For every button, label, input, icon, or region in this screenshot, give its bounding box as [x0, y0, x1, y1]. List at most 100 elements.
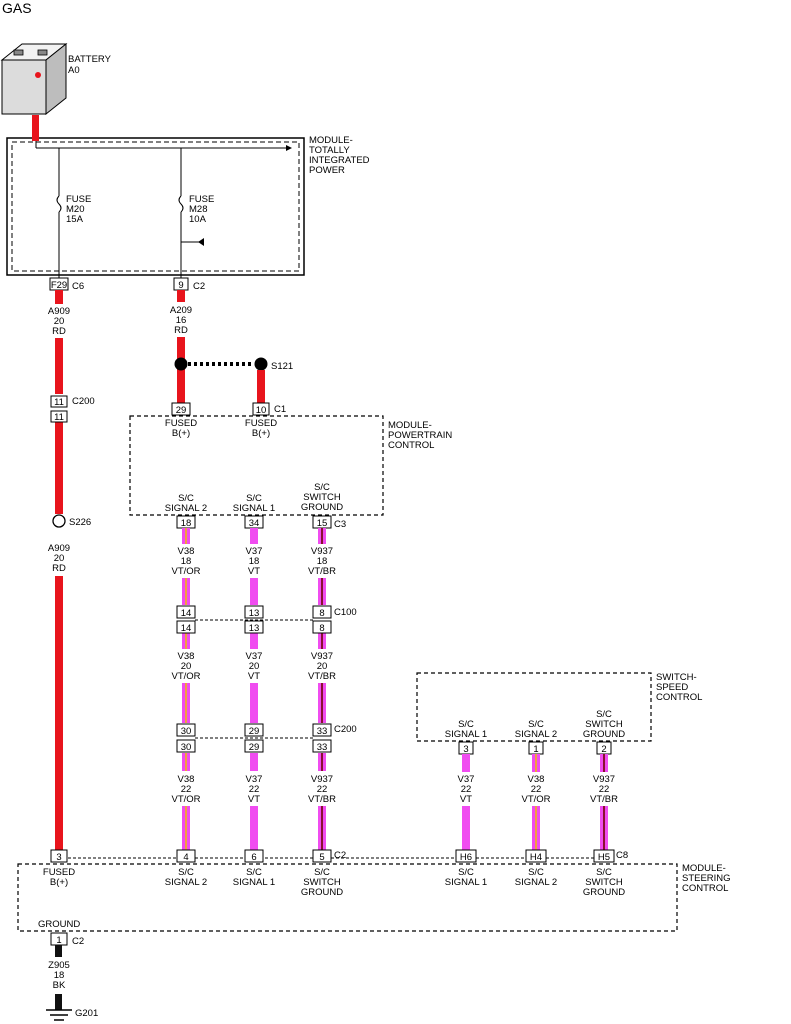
- wire-a209-label-2: 16: [176, 315, 187, 326]
- pin-h4: H4: [530, 852, 542, 863]
- pcm-label-2: POWERTRAIN: [388, 430, 452, 441]
- ssc-gnd-1: S/C: [596, 709, 612, 720]
- pin-34: 34: [249, 518, 260, 529]
- wire-v37: [250, 528, 258, 850]
- v937-18-1: V937: [311, 546, 333, 557]
- connector-c1: C1: [274, 404, 286, 415]
- fuse-m20-label-1: FUSE: [66, 194, 91, 205]
- pcm-sig2-1: S/C: [178, 493, 194, 504]
- tipm-outline: [6, 137, 305, 276]
- wire-a909-label-2: 20: [54, 316, 65, 327]
- fuse-m20-symbol: [56, 195, 62, 213]
- pcm-gnd-2: SWITCH: [303, 492, 341, 503]
- v37-22r-2: 22: [461, 784, 472, 795]
- wire-v937: [318, 528, 326, 850]
- v38-18-2: 18: [181, 556, 192, 567]
- pcm-fused-a-1: FUSED: [165, 418, 197, 429]
- ssc-sig2-1: S/C: [528, 719, 544, 730]
- splice-s121-node-left: [174, 357, 188, 371]
- v937-22r-1: V937: [593, 774, 615, 785]
- pin-6-scm: 6: [251, 852, 256, 863]
- pin-1-ground: 1: [56, 935, 61, 946]
- scm-gnd-2: SWITCH: [303, 877, 341, 888]
- v37-22-1: V37: [246, 774, 263, 785]
- connector-c200-a: C200: [72, 396, 95, 407]
- m28-branch-arrow: [198, 238, 204, 246]
- scm-gnd-1: S/C: [314, 867, 330, 878]
- pin-29-lower: 29: [249, 742, 260, 753]
- scm-gndr-1: S/C: [596, 867, 612, 878]
- wire-a909: [55, 290, 63, 851]
- ssc-sig2-2: SIGNAL 2: [515, 729, 557, 740]
- ssc-label-2: SPEED: [656, 682, 688, 693]
- v38-22r-2: 22: [531, 784, 542, 795]
- v937-22r-3: VT/BR: [590, 794, 618, 805]
- pcm-sig1-1: S/C: [246, 493, 262, 504]
- pin-10-pcm: 10: [256, 405, 267, 416]
- v38-18-1: V38: [178, 546, 195, 557]
- splice-s121-node-right: [254, 357, 268, 371]
- battery-label-1: BATTERY: [68, 54, 112, 65]
- v38-22r-1: V38: [528, 774, 545, 785]
- pcm-sig1-2: SIGNAL 1: [233, 503, 275, 514]
- connector-c200-b: C200: [334, 724, 357, 735]
- fuse-m20-label-2: M20: [66, 204, 84, 215]
- ground-symbol: [46, 1009, 72, 1021]
- fuse-m28-label-3: 10A: [189, 214, 207, 225]
- ssc-gnd-3: GROUND: [583, 729, 625, 740]
- v37-20-2: 20: [249, 661, 260, 672]
- wire-z905-label-2: 18: [54, 970, 65, 981]
- ssc-label-3: CONTROL: [656, 692, 702, 703]
- pcm-label-3: CONTROL: [388, 440, 434, 451]
- scm-outline: [17, 863, 678, 932]
- scm-gndr-2: SWITCH: [585, 877, 623, 888]
- v937-22-2: 22: [317, 784, 328, 795]
- connector-c8: C8: [616, 850, 628, 861]
- v937-22r-2: 22: [599, 784, 610, 795]
- v38-22r-3: VT/OR: [521, 794, 550, 805]
- scm-fused-1: FUSED: [43, 867, 75, 878]
- tipm-label-3: INTEGRATED: [309, 155, 370, 166]
- v37-22-2: 22: [249, 784, 260, 795]
- pin-h5: H5: [598, 852, 610, 863]
- ssc-gnd-2: SWITCH: [585, 719, 623, 730]
- connector-c2-scm: C2: [334, 850, 346, 861]
- v937-22-3: VT/BR: [308, 794, 336, 805]
- connector-c2-ground: C2: [72, 936, 84, 947]
- v37-20-1: V37: [246, 651, 263, 662]
- pcm-fused-b-2: B(+): [252, 428, 270, 439]
- fuse-m20-label-3: 15A: [66, 214, 84, 225]
- pin-29-pcm: 29: [176, 405, 187, 416]
- scm-gndr-3: GROUND: [583, 887, 625, 898]
- pin-1-ssc: 1: [533, 744, 538, 755]
- v38-20-2: 20: [181, 661, 192, 672]
- connector-c6: C6: [72, 281, 84, 292]
- scm-sig1-2: SIGNAL 1: [233, 877, 275, 888]
- scm-sig2r-1: S/C: [528, 867, 544, 878]
- v37-18-3: VT: [248, 566, 260, 577]
- pcm-gnd-1: S/C: [314, 482, 330, 493]
- pin-3-ssc: 3: [463, 744, 468, 755]
- pin-4-scm: 4: [183, 852, 188, 863]
- pin-30-lower: 30: [181, 742, 192, 753]
- v937-20-2: 20: [317, 661, 328, 672]
- ssc-outline: [416, 672, 652, 742]
- ssc-sig1-1: S/C: [458, 719, 474, 730]
- wire-z905-label-3: BK: [53, 980, 66, 991]
- v38-22-3: VT/OR: [171, 794, 200, 805]
- pin-h6: H6: [460, 852, 472, 863]
- scm-fused-2: B(+): [50, 877, 68, 888]
- wire-z905: [55, 945, 62, 957]
- scm-gnd-3: GROUND: [301, 887, 343, 898]
- pin-2-ssc: 2: [601, 744, 606, 755]
- scm-sig2-2: SIGNAL 2: [165, 877, 207, 888]
- pin-9: 9: [178, 280, 183, 291]
- ssc-label-1: SWITCH-: [656, 672, 697, 683]
- fuse-m28-symbol: [178, 195, 184, 213]
- v937-20-1: V937: [311, 651, 333, 662]
- pin-15: 15: [317, 518, 328, 529]
- scm-sig1r-2: SIGNAL 1: [445, 877, 487, 888]
- pin-11-lower: 11: [54, 412, 64, 423]
- ssc-sig1-2: SIGNAL 1: [445, 729, 487, 740]
- pin-13-upper: 13: [249, 608, 260, 619]
